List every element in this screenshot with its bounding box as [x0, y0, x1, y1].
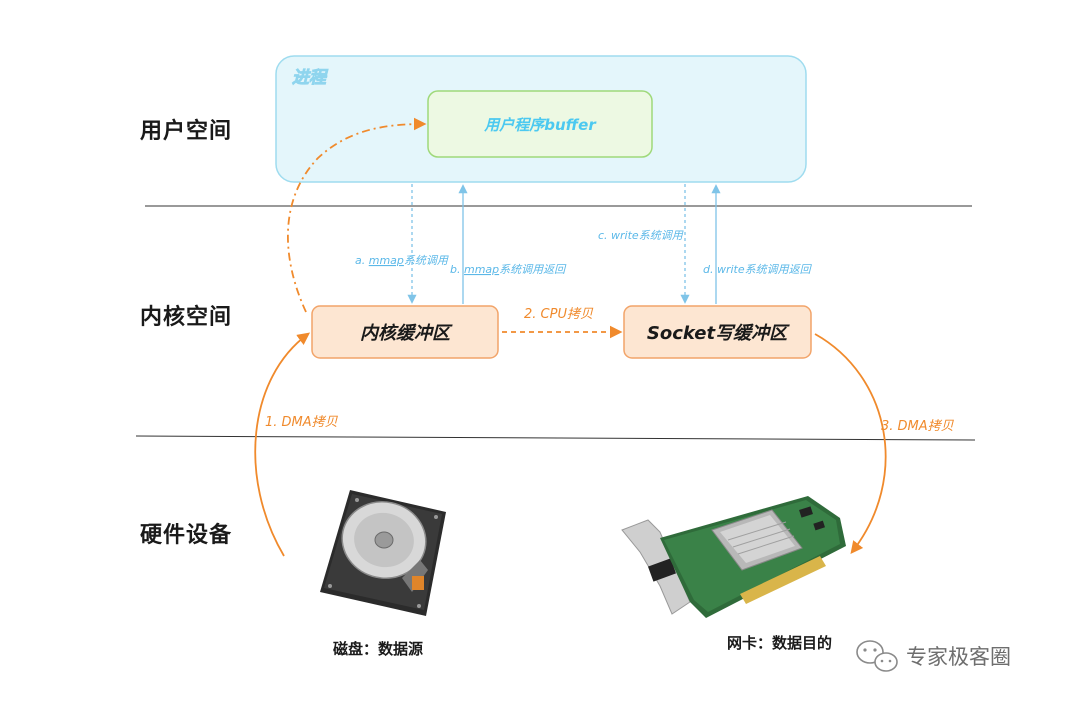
kernel-buffer-label: 内核缓冲区 [360, 323, 453, 344]
user-buffer-label: 用户程序buffer [483, 116, 597, 134]
mmap-call-label: a. mmap系统调用 [355, 254, 449, 267]
user-buffer-box [427, 90, 653, 158]
dma-in-label: 1. DMA拷贝 [265, 415, 339, 430]
cpu-copy-label: 2. CPU拷贝 [524, 307, 594, 322]
socket-buffer-box [623, 305, 812, 359]
divider-kernel-hardware [135, 435, 976, 441]
network-card-icon [621, 496, 846, 618]
hard-disk-icon [320, 490, 446, 616]
nic-caption: 网卡：数据目的 [727, 634, 832, 652]
dma-out-curve [814, 333, 887, 554]
write-call-label: c. write系统调用 [598, 229, 684, 242]
process-title: 进程 [292, 68, 329, 88]
write-return-label: d. write系统调用返回 [703, 263, 813, 276]
watermark-text: 专家极客圈 [906, 645, 1011, 669]
mmap-return-label: b. mmap系统调用返回 [450, 263, 567, 276]
dma-out-label: 3. DMA拷贝 [881, 419, 955, 434]
wechat-icon [856, 640, 898, 672]
dma-in-curve [254, 332, 311, 557]
mmap-mapping-curve [287, 117, 427, 313]
zone-label-kernel-space: 内核空间 [140, 304, 232, 330]
socket-buffer-label: Socket写缓冲区 [647, 323, 790, 344]
disk-caption: 磁盘：数据源 [333, 640, 423, 658]
zone-label-user-space: 用户空间 [140, 118, 232, 144]
kernel-buffer-box [311, 305, 499, 359]
zone-label-hardware: 硬件设备 [140, 522, 232, 548]
